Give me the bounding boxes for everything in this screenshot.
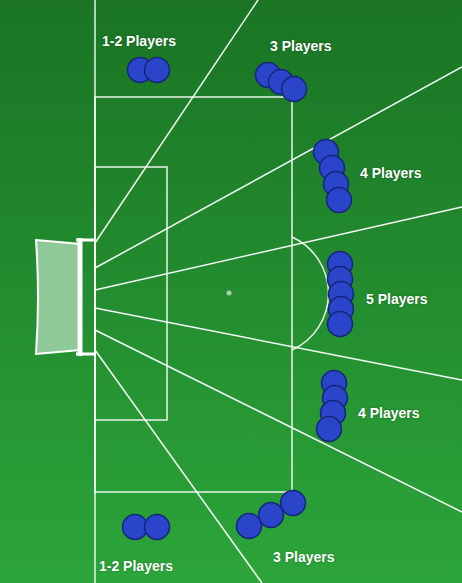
- goal-area: [95, 167, 167, 420]
- penalty-spot: [227, 291, 232, 296]
- player-marker: [281, 491, 306, 516]
- penalty-box: [95, 97, 292, 492]
- player-marker: [145, 58, 170, 83]
- goal-post: [76, 239, 95, 242]
- player-count-label: 3 Players: [270, 37, 332, 55]
- goal-post: [78, 238, 83, 356]
- player-count-label: 4 Players: [358, 404, 420, 422]
- player-count-label: 4 Players: [360, 164, 422, 182]
- player-count-label: 1-2 Players: [99, 557, 173, 575]
- ray: [95, 330, 462, 512]
- player-count-label: 3 Players: [273, 548, 335, 566]
- ray: [95, 67, 462, 268]
- shooting-rays: [95, 0, 462, 583]
- player-marker: [282, 77, 307, 102]
- player-marker: [327, 188, 352, 213]
- ray: [95, 207, 462, 290]
- ray: [95, 308, 462, 380]
- player-marker: [259, 503, 284, 528]
- penalty-arc: [292, 237, 328, 350]
- player-marker: [237, 514, 262, 539]
- player-count-label: 5 Players: [366, 290, 428, 308]
- player-count-label: 1-2 Players: [102, 32, 176, 50]
- ray: [95, 0, 258, 243]
- goal-post: [76, 353, 95, 356]
- player-marker: [328, 312, 353, 337]
- field-lines: [95, 0, 328, 583]
- goal: [36, 238, 95, 356]
- goal-net: [36, 240, 80, 354]
- player-marker: [317, 417, 342, 442]
- ray: [95, 350, 262, 583]
- player-marker: [145, 515, 170, 540]
- player-markers: [123, 58, 354, 540]
